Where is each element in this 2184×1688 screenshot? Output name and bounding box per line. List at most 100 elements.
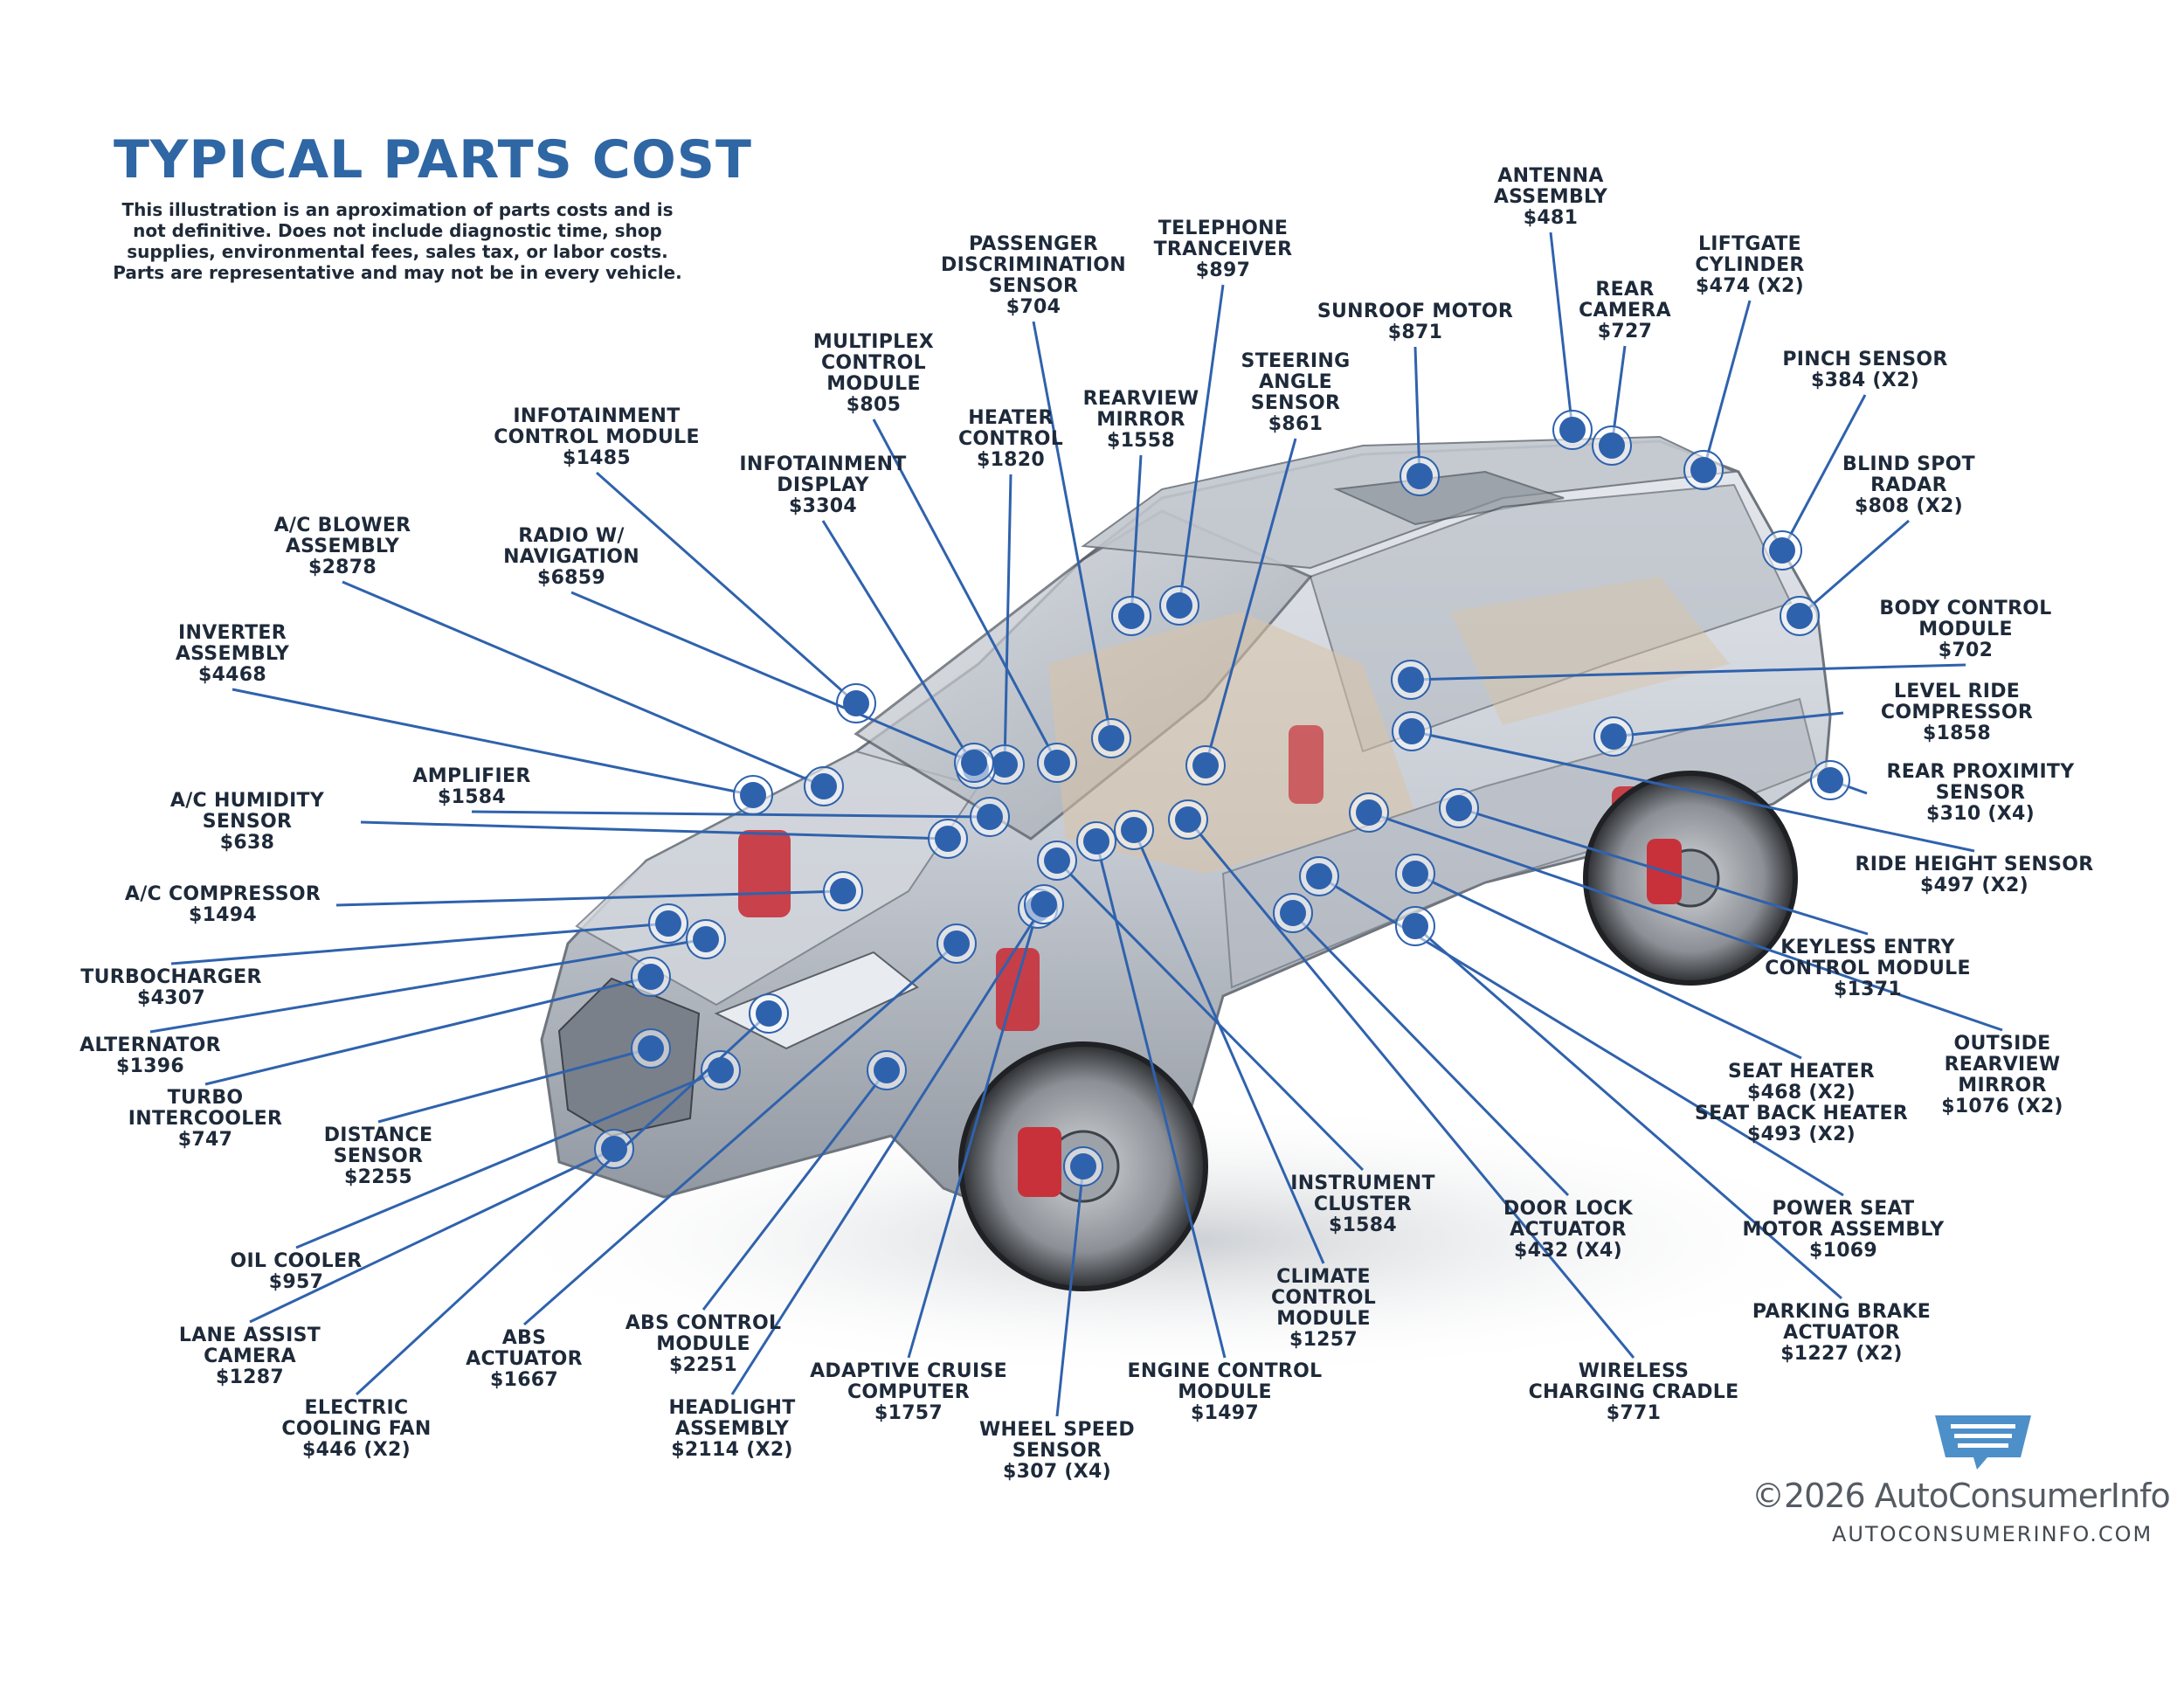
marker-electric-cooling-fan[interactable]	[756, 1000, 782, 1027]
label-radio-navigation: RADIO W/NAVIGATION$6859	[503, 526, 639, 589]
marker-ride-height-sensor[interactable]	[1399, 718, 1425, 744]
disclaimer-text: This illustration is an aproximation of …	[92, 199, 703, 283]
leader-line-pinch-sensor	[1780, 394, 1867, 551]
marker-alternator[interactable]	[693, 926, 719, 952]
part-name-line: MODULE	[1918, 619, 2013, 640]
marker-rear-proximity-sensor[interactable]	[1817, 767, 1843, 793]
part-price: $4307	[136, 987, 206, 1009]
leader-line-oil-cooler	[295, 1069, 722, 1249]
marker-liftgate-cylinder[interactable]	[1690, 457, 1717, 483]
marker-keyless-entry-control-module[interactable]	[1446, 795, 1472, 821]
marker-parking-brake-actuator[interactable]	[1402, 913, 1428, 939]
marker-abs-actuator[interactable]	[943, 930, 970, 957]
marker-pinch-sensor[interactable]	[1769, 537, 1795, 564]
marker-abs-control-module[interactable]	[874, 1057, 900, 1083]
marker-lane-assist-camera[interactable]	[601, 1136, 627, 1162]
marker-wireless-charging-cradle[interactable]	[1175, 806, 1201, 833]
part-name-line: CONTROL	[820, 352, 927, 374]
marker-rearview-mirror[interactable]	[1118, 603, 1144, 629]
marker-turbocharger[interactable]	[655, 910, 681, 937]
part-name-line: PINCH SENSOR	[1782, 349, 1948, 370]
marker-seat-heater[interactable]	[1402, 861, 1428, 887]
part-name-line: A/C HUMIDITY	[169, 790, 325, 812]
leader-line-parking-brake-actuator	[1414, 924, 1842, 1300]
disclaimer-line: supplies, environmental fees, sales tax,…	[127, 241, 668, 262]
part-name-line: ADAPTIVE CRUISE	[810, 1360, 1007, 1382]
marker-outside-rearview-mirror[interactable]	[1356, 799, 1382, 826]
part-name-line: COMPUTER	[847, 1381, 971, 1403]
disclaimer-line: This illustration is an aproximation of …	[121, 199, 674, 220]
part-name-line: INFOTAINMENT	[739, 453, 907, 475]
part-price: $2255	[343, 1166, 413, 1188]
part-name-line: CONTROL MODULE	[494, 426, 700, 448]
part-name-line: MODULE	[1178, 1381, 1272, 1403]
marker-level-ride-compressor[interactable]	[1600, 723, 1627, 750]
marker-engine-control-module[interactable]	[1083, 828, 1109, 854]
marker-distance-sensor[interactable]	[638, 1035, 664, 1062]
marker-antenna-assembly[interactable]	[1559, 417, 1586, 443]
marker-radio-navigation[interactable]	[961, 750, 987, 776]
leader-line-radio-navigation	[570, 591, 975, 764]
part-name-line: OIL COOLER	[230, 1250, 363, 1272]
part-name-line: MOTOR ASSEMBLY	[1742, 1219, 1945, 1241]
part-name-line: REARVIEW	[1082, 388, 1199, 410]
part-name-line: BODY CONTROL	[1879, 598, 2052, 619]
marker-ac-blower-assembly[interactable]	[811, 773, 837, 799]
leader-line-adaptive-cruise-computer	[907, 908, 1040, 1359]
part-name-line: BLIND SPOT	[1842, 453, 1975, 475]
part-name-line: CONTROL	[957, 428, 1064, 450]
leader-line-antenna-assembly	[1549, 232, 1574, 431]
part-name-line: LIFTGATE	[1697, 233, 1802, 255]
part-name-line: WHEEL SPEED	[978, 1419, 1136, 1441]
marker-ac-humidity-sensor[interactable]	[935, 826, 961, 852]
marker-climate-control-module[interactable]	[1121, 817, 1147, 843]
marker-wheel-speed-sensor[interactable]	[1070, 1153, 1096, 1180]
part-price: $497 (X2)	[1920, 875, 2028, 896]
leader-line-ac-blower-assembly	[342, 580, 825, 788]
part-name-line: $468 (X2)	[1747, 1082, 1856, 1103]
part-price: $1558	[1106, 430, 1176, 452]
part-name-line: DISCRIMINATION	[941, 254, 1126, 276]
leader-line-abs-actuator	[523, 942, 957, 1326]
part-name-line: CHARGING CRADLE	[1528, 1381, 1739, 1403]
marker-instrument-cluster[interactable]	[1044, 847, 1070, 874]
disclaimer-line: Parts are representative and may not be …	[113, 262, 682, 283]
marker-inverter-assembly[interactable]	[740, 782, 766, 808]
marker-amplifier[interactable]	[977, 804, 1003, 830]
leader-line-distance-sensor	[377, 1047, 652, 1124]
part-name-line: INTERCOOLER	[128, 1108, 283, 1130]
marker-telephone-tranceiver[interactable]	[1166, 592, 1192, 619]
marker-passenger-discrimination-sensor[interactable]	[1098, 725, 1124, 751]
marker-steering-angle-sensor[interactable]	[1192, 752, 1219, 778]
part-name-line: SEAT BACK HEATER	[1694, 1103, 1909, 1124]
marker-body-control-module[interactable]	[1398, 667, 1424, 693]
marker-ac-compressor[interactable]	[830, 878, 856, 904]
part-name-line: ANTENNA	[1497, 165, 1604, 187]
label-pinch-sensor: PINCH SENSOR$384 (X2)	[1782, 349, 1947, 391]
marker-rear-camera[interactable]	[1599, 432, 1625, 459]
part-name-line: SENSOR	[1935, 782, 2026, 804]
part-price: $805	[846, 394, 902, 416]
marker-power-seat-motor-assembly[interactable]	[1306, 863, 1332, 889]
leader-line-infotainment-control-module	[596, 471, 857, 705]
marker-headlight-assembly[interactable]	[1031, 891, 1057, 917]
marker-heater-control[interactable]	[992, 751, 1018, 778]
marker-door-lock-actuator[interactable]	[1280, 900, 1306, 926]
part-price: $2878	[308, 557, 377, 578]
marker-sunroof-motor[interactable]	[1406, 463, 1433, 489]
marker-turbo-intercooler[interactable]	[638, 964, 664, 990]
marker-multiplex-control-module[interactable]	[1044, 750, 1070, 776]
marker-oil-cooler[interactable]	[708, 1057, 734, 1083]
label-ride-height-sensor: RIDE HEIGHT SENSOR$497 (X2)	[1855, 854, 2093, 896]
part-name-line: STEERING	[1241, 350, 1351, 372]
marker-blind-spot-radar[interactable]	[1787, 603, 1813, 629]
part-price: $771	[1606, 1402, 1662, 1424]
part-price: $493 (X2)	[1747, 1124, 1856, 1145]
